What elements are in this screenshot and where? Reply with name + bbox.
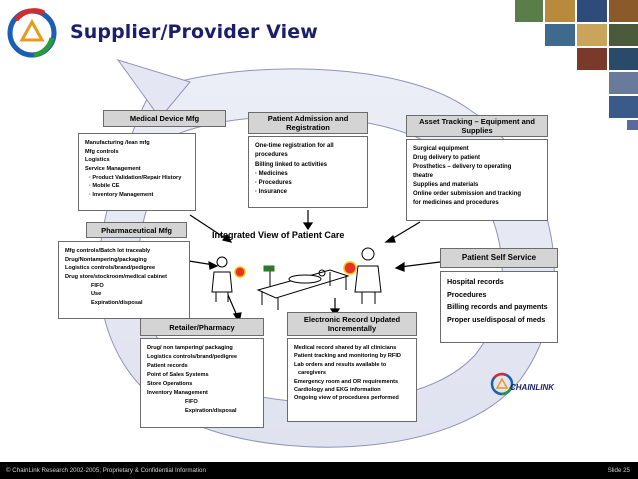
list-item: for medicines and procedures [413,200,499,206]
list-item: Emergency room and OR requirements [294,378,399,385]
electronic-record-box: Medical record shared by all clinicians … [287,338,417,422]
chainlink-logo: CHAINLINK [490,372,555,396]
list-item: FIFO [91,282,104,289]
medical-device-box: Manufacturing /lean mfg Mfg controls Log… [78,133,196,211]
list-item: Online order submission and tracking [413,191,522,197]
list-item: Billing records and payments [447,302,548,311]
retailer-pharmacy-box: Drug/ non tampering/ packaging Logistics… [140,338,264,428]
list-item: Cardiology and EKG information [294,386,381,393]
list-item: Expiration/disposal [91,299,143,306]
list-item: Drug store/stockroom/medical cabinet [65,273,167,280]
list-item: Proper use/disposal of meds [447,314,546,324]
list-item: procedures [255,152,288,159]
chainlink-circle-logo [7,8,57,58]
list-item: caregivers [298,370,326,377]
list-item: · Mobile CE [89,183,120,190]
list-item: Surgical equipment [413,146,469,152]
list-item: Patient tracking and monitoring by RFID [294,353,401,360]
copyright-text: © ChainLink Research 2002-2005; Propriet… [6,467,206,474]
slide-number: Slide 25 [607,467,630,474]
list-item: Mfg controls/Batch lot traceably [65,248,151,254]
patient-admission-header: Patient Admission and Registration [248,112,368,134]
list-item: Mfg controls [85,148,119,155]
integrated-view-title: Integrated View of Patient Care [212,230,345,240]
list-item: Drug delivery to patient [413,155,481,161]
list-item: Billing linked to activities [255,161,328,168]
list-item: Logistics [85,157,110,164]
list-item: Logistics controls/brand/pedigree [65,265,156,272]
list-item: Hospital records [447,277,504,286]
list-item: Medical record shared by all clinicians [294,345,397,351]
medical-device-header: Medical Device Mfg [103,110,226,127]
patient-care-illustration [211,247,382,310]
footer-bar: © ChainLink Research 2002-2005; Propriet… [0,462,638,479]
list-item: · Product Validation/Repair History [89,174,182,181]
list-item: Drug/Nontampering/packaging [65,256,147,263]
list-item: · Inventory Management [89,191,154,198]
list-item: Supplies and materials [413,182,479,188]
page-title: Supplier/Provider View [70,21,318,43]
list-item: FIFO [185,399,198,406]
list-item: Store Operations [147,381,193,388]
list-item: Manufacturing /lean mfg [85,140,150,146]
list-item: Lab orders and results available to [294,361,387,368]
list-item: Expiration/disposal [185,408,237,415]
list-item: Point of Sales Systems [147,372,209,379]
list-item: · Medicines [255,170,288,177]
list-item: Prosthetics – delivery to operating [413,164,512,170]
patient-self-service-header: Patient Self Service [440,248,558,268]
asset-tracking-box: Surgical equipment Drug delivery to pati… [406,139,548,221]
list-item: Service Management [85,165,141,172]
list-item: · Insurance [255,189,288,196]
list-item: Procedures [447,289,487,299]
patient-admission-box: One-time registration for all procedures… [248,136,368,208]
list-item: Inventory Management [147,390,208,397]
photo-mosaic-image [515,0,638,130]
pharmaceutical-header: Pharmaceutical Mfg [86,222,187,238]
list-item: One-time registration for all [255,143,334,149]
list-item: Ongoing view of procedures performed [294,395,399,402]
list-item: theatre [413,173,434,179]
patient-self-service-box: Hospital records Procedures Billing reco… [440,271,558,343]
list-item: Patient records [147,363,188,370]
list-item: Drug/ non tampering/ packaging [147,345,233,351]
asset-tracking-header: Asset Tracking – Equipment and Supplies [406,115,548,137]
list-item: Use [91,291,102,298]
chainlink-logo-text: CHAINLINK [510,383,555,392]
list-item: Logistics controls/brand/pedigree [147,354,238,361]
electronic-record-header: Electronic Record Updated Incrementally [287,312,417,336]
list-item: · Procedures [255,180,292,187]
pharmaceutical-box: Mfg controls/Batch lot traceably Drug/No… [58,241,190,319]
retailer-pharmacy-header: Retailer/Pharmacy [140,318,264,336]
